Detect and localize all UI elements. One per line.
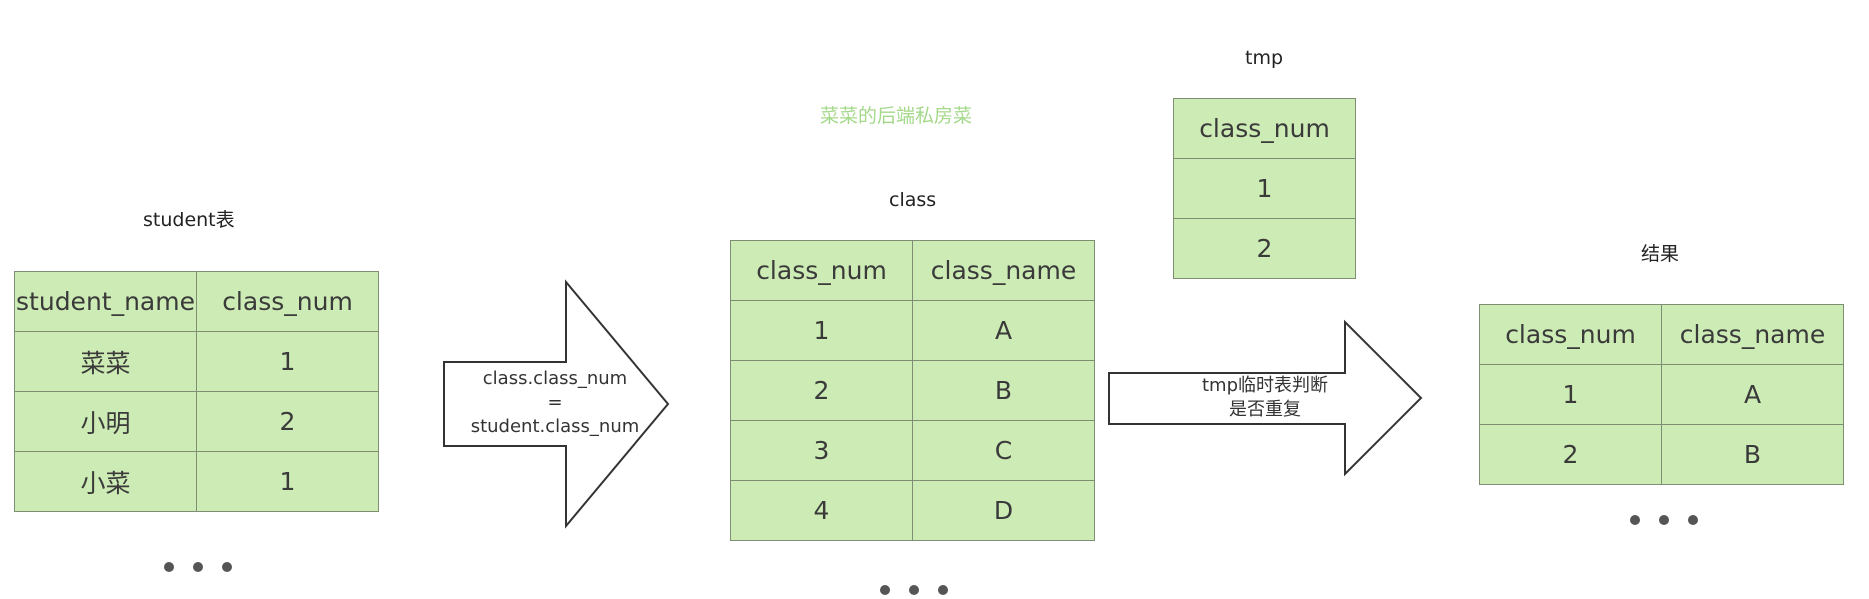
ellipsis-dots-class xyxy=(880,585,948,595)
table-cell: 1 xyxy=(1173,158,1356,219)
result-table-title: 结果 xyxy=(1641,243,1680,265)
tmp-table: class_num 1 2 xyxy=(1173,98,1356,279)
table-cell: 1 xyxy=(196,331,379,392)
table-cell: 小菜 xyxy=(14,451,197,512)
table-cell: B xyxy=(1661,424,1844,485)
table-cell: 1 xyxy=(196,451,379,512)
join-condition-line: student.class_num xyxy=(470,416,640,437)
table-header-cell: class_name xyxy=(912,240,1095,301)
table-cell: B xyxy=(912,360,1095,421)
class-table-title: class xyxy=(889,189,937,211)
table-cell: C xyxy=(912,420,1095,481)
table-cell: 2 xyxy=(196,391,379,452)
table-cell: 2 xyxy=(1479,424,1662,485)
ellipsis-dots-student xyxy=(164,562,232,572)
table-cell: 4 xyxy=(730,480,913,541)
table-cell: 3 xyxy=(730,420,913,481)
student-table-title: student表 xyxy=(143,209,235,231)
table-header-cell: class_num xyxy=(196,271,379,332)
class-table: class_num class_name 1 A 2 B 3 C 4 D xyxy=(730,240,1095,541)
join-condition-label: class.class_num = student.class_num xyxy=(455,367,655,439)
join-condition-line: class.class_num xyxy=(482,368,628,389)
table-cell: 1 xyxy=(1479,364,1662,425)
dedup-label: tmp临时表判断 是否重复 xyxy=(1165,374,1365,422)
table-header-cell: class_name xyxy=(1661,304,1844,365)
table-header-cell: class_num xyxy=(1173,98,1356,159)
watermark-text: 菜菜的后端私房菜 xyxy=(820,105,973,127)
ellipsis-dots-result xyxy=(1630,515,1698,525)
table-cell: 小明 xyxy=(14,391,197,452)
table-cell: A xyxy=(1661,364,1844,425)
table-header-cell: class_num xyxy=(1479,304,1662,365)
table-cell: 菜菜 xyxy=(14,331,197,392)
table-header-cell: student_name xyxy=(14,271,197,332)
dedup-label-line: tmp临时表判断 xyxy=(1201,375,1329,396)
tmp-table-title: tmp xyxy=(1245,47,1284,69)
result-table: class_num class_name 1 A 2 B xyxy=(1479,304,1844,485)
table-header-cell: class_num xyxy=(730,240,913,301)
table-cell: D xyxy=(912,480,1095,541)
table-cell: 2 xyxy=(1173,218,1356,279)
dedup-label-line: 是否重复 xyxy=(1229,399,1301,420)
table-cell: A xyxy=(912,300,1095,361)
table-cell: 2 xyxy=(730,360,913,421)
table-cell: 1 xyxy=(730,300,913,361)
student-table: student_name class_num 菜菜 1 小明 2 小菜 1 xyxy=(14,271,379,512)
join-condition-line: = xyxy=(547,392,563,413)
